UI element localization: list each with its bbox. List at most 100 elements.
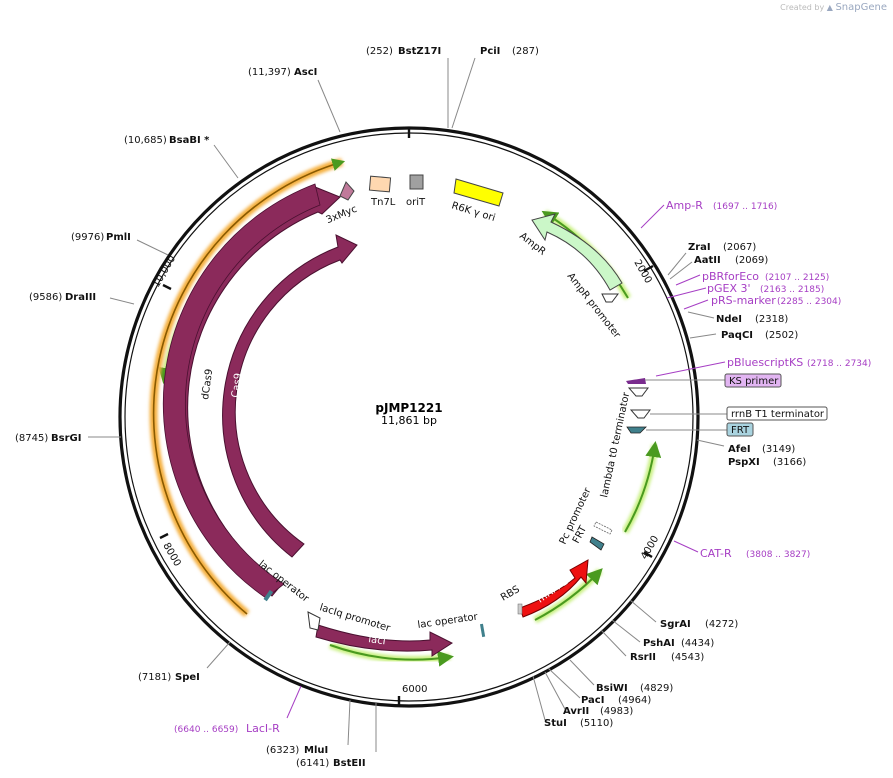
site-rsrii[interactable]: RsrII (4543) xyxy=(630,652,704,663)
leader xyxy=(451,57,476,129)
frt-label: FRT xyxy=(731,425,750,436)
leader xyxy=(683,299,709,310)
leader xyxy=(213,144,239,179)
site-pshai[interactable]: PshAI (4434) xyxy=(643,638,714,649)
boxed-frt[interactable]: FRT xyxy=(726,422,754,437)
small-markers xyxy=(263,293,651,638)
tick-mark xyxy=(643,550,653,559)
site-bsrgi[interactable]: (8745) BsrGI xyxy=(15,433,81,444)
site-bsabi[interactable]: (10,685) BsaBI * xyxy=(124,135,210,146)
site-pos: (6141) xyxy=(296,758,329,769)
site-pos: (3166) xyxy=(773,457,806,468)
site-pos: (287) xyxy=(512,46,539,57)
site-name: PciI xyxy=(480,46,500,57)
leader xyxy=(600,629,627,657)
site-bsiwi[interactable]: BsiWI (4829) xyxy=(596,683,673,694)
site-asci[interactable]: (11,397) AscI xyxy=(248,67,317,78)
watermark-brand: SnapGene xyxy=(835,2,887,13)
site-pos: (4983) xyxy=(600,706,633,717)
site-leaders xyxy=(88,57,728,752)
ks-primer-box xyxy=(724,373,782,388)
site-name: StuI xyxy=(544,718,567,729)
site-pos: (4434) xyxy=(681,638,714,649)
tick-label-8000: 8000 xyxy=(160,541,182,569)
feature-orit xyxy=(409,174,424,190)
site-mlui[interactable]: (6323) MluI xyxy=(266,745,328,756)
site-pmli[interactable]: (9976) PmlI xyxy=(71,232,131,243)
primer-amp-r[interactable]: Amp-R (1697 .. 1716) xyxy=(666,199,777,212)
feature-mrfp1 xyxy=(519,559,589,618)
site-name: AatII xyxy=(694,255,721,266)
site-paci[interactable]: PacI (4964) xyxy=(581,695,651,706)
site-bstz17i[interactable]: (252) BstZ17I xyxy=(366,46,441,57)
primer-cat-r[interactable]: CAT-R (3808 .. 3827) xyxy=(700,547,810,560)
site-pos: (5110) xyxy=(580,718,613,729)
leader xyxy=(669,261,693,280)
site-pspxi[interactable]: PspXI (3166) xyxy=(728,457,806,468)
snapgene-watermark: Created by ▲ SnapGene xyxy=(780,2,887,13)
primer-arc-laci xyxy=(329,644,454,667)
site-name: BsaBI * xyxy=(169,135,210,146)
watermark-prefix: Created by xyxy=(780,3,825,12)
site-zrai[interactable]: ZraI (2067) xyxy=(688,242,756,253)
site-pcii[interactable]: PciI (287) xyxy=(480,46,539,57)
site-pos: (4272) xyxy=(705,619,738,630)
pc-promoter-dots xyxy=(593,521,613,535)
site-spei[interactable]: (7181) SpeI xyxy=(138,672,200,683)
tick-label-2000: 2000 xyxy=(631,258,653,286)
site-bsteii[interactable]: (6141) BstEII xyxy=(296,758,366,769)
primer-range: (2107 .. 2125) xyxy=(765,273,829,283)
site-pos: (9586) xyxy=(29,292,62,303)
primer-name: pBRforEco xyxy=(702,270,759,283)
primer-pgex3[interactable]: pGEX 3' (2163 .. 2185) xyxy=(707,282,824,295)
feature-dcas9 xyxy=(173,186,341,597)
site-name: PspXI xyxy=(728,457,760,468)
feature-laci xyxy=(315,624,454,657)
primer-pbluescriptks[interactable]: pBluescriptKS (2718 .. 2734) xyxy=(727,356,871,369)
tick-mark xyxy=(643,264,654,273)
leader xyxy=(689,333,717,339)
primer-range: (1697 .. 1716) xyxy=(713,202,777,212)
leader xyxy=(640,204,665,229)
site-stui[interactable]: StuI (5110) xyxy=(544,718,613,729)
site-pos: (2067) xyxy=(723,242,756,253)
leader xyxy=(687,311,715,319)
primer-laci-r[interactable]: (6640 .. 6659) LacI-R xyxy=(174,722,280,735)
site-draiii[interactable]: (9586) DraIII xyxy=(29,292,96,303)
site-name: SgrAI xyxy=(660,619,691,630)
feature-cas9 xyxy=(222,234,358,558)
site-pos: (7181) xyxy=(138,672,171,683)
primer-prs-marker[interactable]: pRS-marker (2285 .. 2304) xyxy=(711,294,841,307)
boxed-rrnb[interactable]: rrnB T1 terminator xyxy=(726,406,828,421)
site-pos: (4543) xyxy=(671,652,704,663)
primer-name: pRS-marker xyxy=(711,294,776,307)
plasmid-size: 11,861 bp xyxy=(381,414,437,427)
tick-marks xyxy=(159,128,654,706)
ks-primer-label: KS primer xyxy=(729,376,779,387)
site-afei[interactable]: AfeI (3149) xyxy=(728,444,795,455)
site-name: BstZ17I xyxy=(398,46,441,57)
site-ndei[interactable]: NdeI (2318) xyxy=(716,314,788,325)
leader xyxy=(109,297,135,305)
site-aatii[interactable]: AatII (2069) xyxy=(694,255,768,266)
leader xyxy=(286,685,302,719)
leader xyxy=(206,641,231,669)
leader xyxy=(317,79,341,133)
site-pos: (11,397) xyxy=(248,67,291,78)
primer-arc-orange xyxy=(152,158,346,615)
site-name: MluI xyxy=(304,745,328,756)
leader xyxy=(655,361,726,377)
ks-primer-marker xyxy=(626,378,646,384)
leader xyxy=(673,540,699,553)
boxed-ks-primer[interactable]: KS primer xyxy=(724,373,782,388)
site-name: AvrII xyxy=(563,706,589,717)
site-sgrai[interactable]: SgrAI (4272) xyxy=(660,619,738,630)
leader xyxy=(611,619,641,643)
site-paqci[interactable]: PaqCI (2502) xyxy=(721,330,798,341)
feature-3xmyc xyxy=(339,181,355,201)
primer-pbrforeco[interactable]: pBRforEco (2107 .. 2125) xyxy=(702,270,829,283)
ampr-promoter-arrow xyxy=(601,293,619,303)
site-avrii[interactable]: AvrII (4983) xyxy=(563,706,633,717)
leader xyxy=(696,439,725,447)
label-tn7l: Tn7L xyxy=(370,197,396,208)
